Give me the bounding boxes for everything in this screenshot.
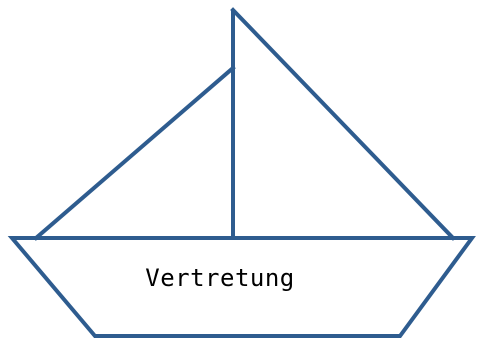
right-sail bbox=[233, 10, 453, 238]
hull-label: Vertretung bbox=[130, 258, 310, 298]
left-sail bbox=[36, 68, 233, 238]
